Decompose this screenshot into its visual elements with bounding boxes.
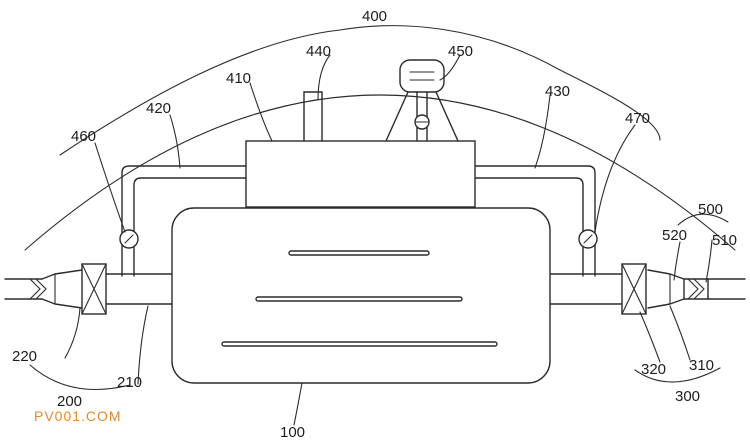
label-100: 100 <box>280 424 305 441</box>
valve-450 <box>385 59 459 142</box>
main-body-100 <box>171 207 551 384</box>
label-500: 500 <box>698 201 723 218</box>
outlet-connector-320 <box>647 269 746 309</box>
flange-right <box>621 263 647 315</box>
label-450: 450 <box>448 43 473 60</box>
label-300: 300 <box>675 388 700 405</box>
label-520: 520 <box>662 227 687 244</box>
label-320: 320 <box>641 361 666 378</box>
bracket-arc-400 <box>24 94 736 251</box>
label-460: 460 <box>71 128 96 145</box>
inlet-connector-220 <box>4 269 83 309</box>
label-220: 220 <box>12 348 37 365</box>
bracket-arc-400-drawn <box>59 25 661 156</box>
label-420: 420 <box>146 100 171 117</box>
label-440: 440 <box>306 43 331 60</box>
label-200: 200 <box>57 393 82 410</box>
outlet-pipe-310 <box>547 273 623 305</box>
label-310: 310 <box>689 357 714 374</box>
flange-left <box>81 263 107 315</box>
label-410: 410 <box>226 70 251 87</box>
inlet-pipe-210 <box>104 273 176 305</box>
pipe-430 <box>475 165 596 277</box>
label-430: 430 <box>545 83 570 100</box>
leader-lines <box>29 54 729 426</box>
watermark-text: PV001.COM <box>34 408 122 424</box>
pipe-420 <box>121 165 247 277</box>
label-470: 470 <box>625 110 650 127</box>
label-210: 210 <box>117 374 142 391</box>
reference-labels: 400 440 450 410 430 420 460 470 500 520 … <box>12 8 737 441</box>
gauge-460 <box>119 229 139 249</box>
gauge-470 <box>578 229 598 249</box>
label-510: 510 <box>712 232 737 249</box>
top-unit-410 <box>245 140 476 208</box>
post-440 <box>303 91 323 142</box>
label-400: 400 <box>362 8 387 25</box>
